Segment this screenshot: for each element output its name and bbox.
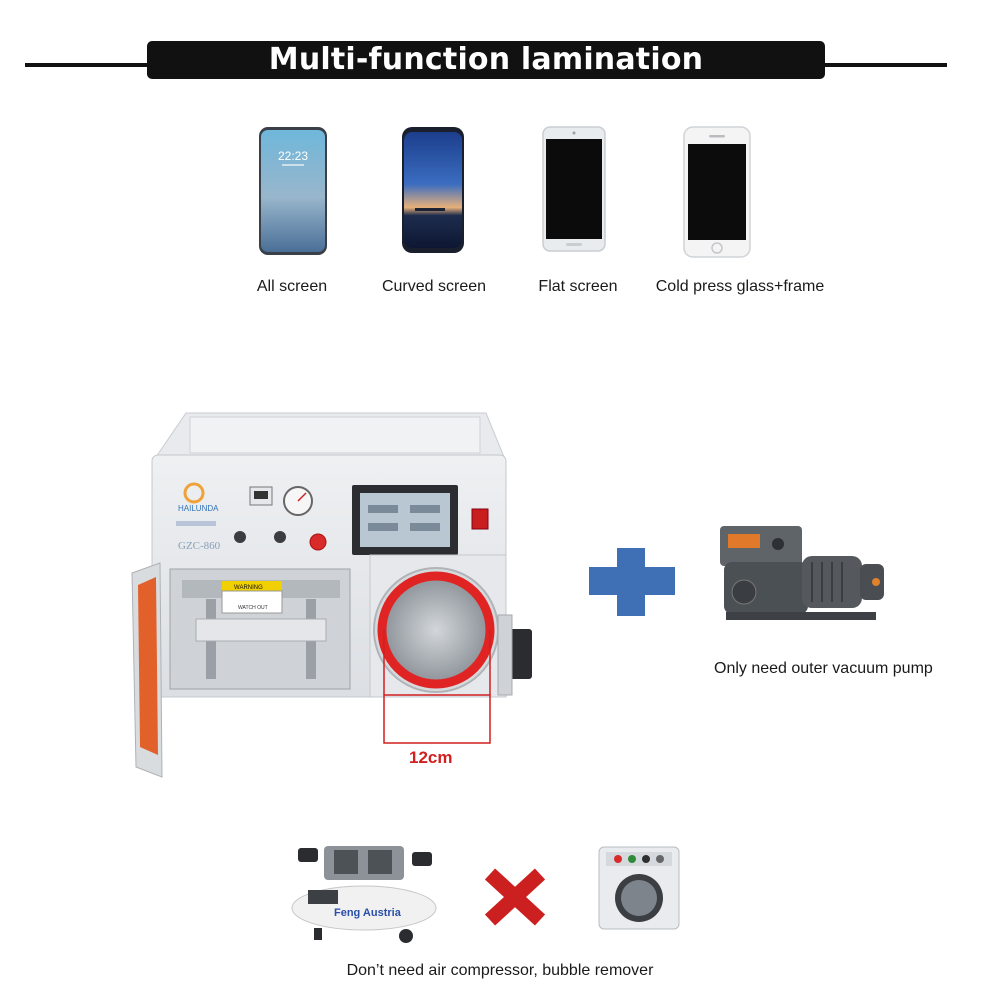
caption-curved-screen: Curved screen (381, 278, 487, 295)
warning-sub: WATCH OUT (238, 605, 268, 611)
compressor-brand: Feng Austria (334, 907, 402, 919)
vacuum-pump-image (720, 526, 884, 620)
bubble-remover-image (598, 846, 680, 930)
chamber-size-label: 12cm (409, 748, 453, 767)
cold-press-phone-image (683, 126, 751, 258)
flat-screen-phone-image (542, 126, 606, 252)
curved-screen-phone-image (402, 127, 464, 253)
header-rule-left (25, 63, 150, 67)
machine-model: GZC-860 (178, 540, 221, 552)
caption-all-screen: All screen (256, 278, 328, 295)
bottom-caption: Don’t need air compressor, bubble remove… (346, 962, 654, 979)
cross-icon (484, 868, 546, 926)
header-rule-right (822, 63, 947, 67)
vacuum-pump-caption: Only need outer vacuum pump (714, 660, 933, 677)
machine-brand: HAILUNDA (178, 504, 219, 513)
warning-label: WARNING (234, 585, 263, 591)
all-screen-phone-image: 22:23 (259, 127, 327, 255)
lamination-machine-image: HAILUNDA GZC-860 WARNING WATCH OUT (131, 412, 532, 778)
plus-icon-bar (589, 567, 675, 595)
all-screen-clock: 22:23 (278, 149, 308, 163)
caption-flat-screen: Flat screen (538, 278, 618, 295)
caption-cold-press: Cold press glass+frame (655, 278, 825, 295)
page-title: Multi-function lamination (147, 41, 825, 79)
air-compressor-image: Feng Austria (291, 846, 437, 943)
